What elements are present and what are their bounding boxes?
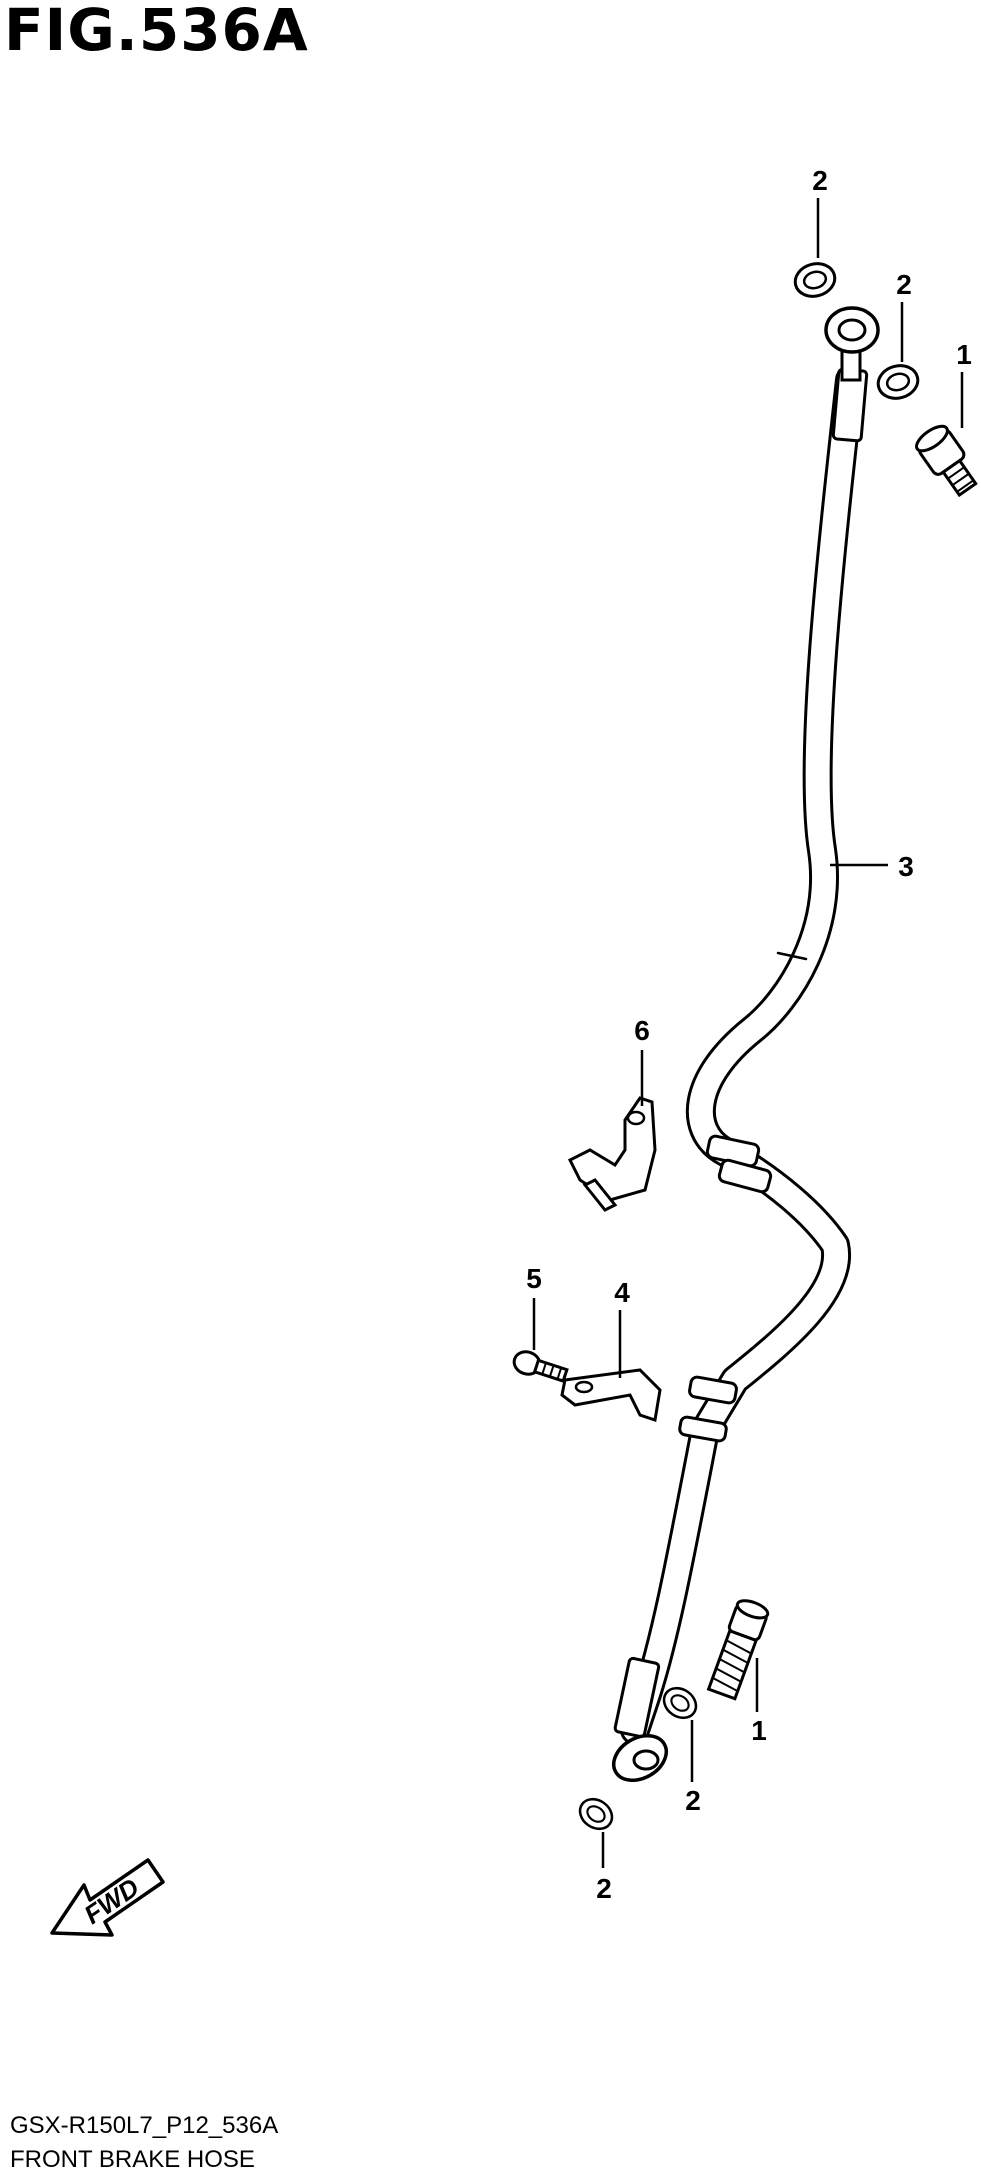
hose-lower-fitting xyxy=(612,1656,668,1783)
hose-grommet-upper xyxy=(705,1134,773,1194)
hose-clamp xyxy=(567,1096,657,1212)
callout-washer-lower-right: 2 xyxy=(685,1785,701,1816)
union-bolt-upper xyxy=(915,424,978,498)
washer-top-right xyxy=(873,359,923,405)
leader-lines xyxy=(532,198,964,1868)
forward-arrow: FWD xyxy=(50,1858,165,1937)
bracket-screw xyxy=(512,1350,569,1383)
callout-clamp: 6 xyxy=(634,1015,650,1046)
hose-grommet-lower xyxy=(678,1375,738,1443)
hose-bracket xyxy=(560,1368,662,1422)
hose-upper-fitting xyxy=(824,306,880,443)
callout-washer-lower-left: 2 xyxy=(596,1873,612,1904)
brake-hose xyxy=(620,365,865,1745)
callouts: 2 2 1 3 6 5 4 1 2 2 xyxy=(526,165,972,1904)
washer-lower-left xyxy=(572,1791,620,1837)
callout-washer-top-left: 2 xyxy=(812,165,828,196)
callout-bracket: 4 xyxy=(614,1277,630,1308)
washer-top-left xyxy=(790,257,840,303)
callout-screw: 5 xyxy=(526,1263,542,1294)
figure-name: FRONT BRAKE HOSE xyxy=(10,2146,255,2173)
callout-bolt-lower: 1 xyxy=(751,1715,767,1746)
callout-bolt-upper: 1 xyxy=(956,339,972,370)
union-bolt-lower xyxy=(706,1599,770,1701)
figure-title: FIG.536A xyxy=(4,0,309,64)
callout-brake-hose: 3 xyxy=(898,851,914,882)
figure-code: GSX-R150L7_P12_536A xyxy=(10,2112,279,2139)
callout-washer-top-right: 2 xyxy=(896,269,912,300)
washer-lower-right xyxy=(656,1680,704,1726)
